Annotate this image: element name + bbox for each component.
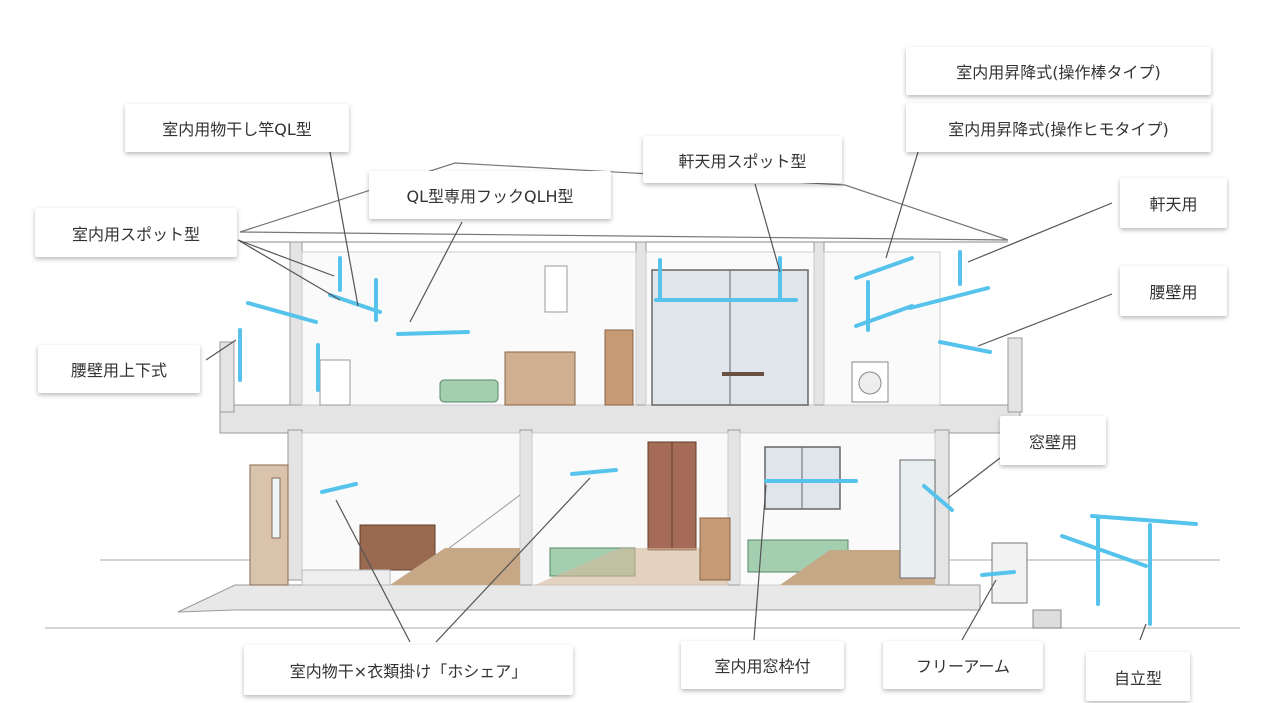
- label-indoor-lift-cord: 室内用昇降式(操作ヒモタイプ): [906, 103, 1211, 152]
- upper-floor-rooms: [301, 251, 941, 406]
- label-eave-ceiling: 軒天用: [1120, 178, 1227, 228]
- label-indoor-lift-rod: 室内用昇降式(操作棒タイプ): [906, 47, 1211, 95]
- label-indoor-hoshea: 室内物干×衣類掛け「ホシェア」: [244, 645, 573, 695]
- lower-floor-rooms: [249, 432, 936, 586]
- leader-lines: [205, 151, 1147, 643]
- label-indoor-spot: 室内用スポット型: [35, 208, 237, 257]
- label-free-arm: フリーアーム: [883, 641, 1043, 689]
- label-waist-wall: 腰壁用: [1120, 266, 1227, 316]
- outdoor-items: [991, 542, 1062, 629]
- building-structure: [177, 241, 1023, 613]
- label-freestanding: 自立型: [1086, 652, 1190, 701]
- label-window-wall: 窓壁用: [1000, 416, 1106, 465]
- label-indoor-pole-ql: 室内用物干し竿QL型: [125, 104, 349, 152]
- roof: [239, 162, 1009, 243]
- label-eave-spot: 軒天用スポット型: [643, 136, 842, 183]
- label-waist-wall-updown: 腰壁用上下式: [38, 345, 200, 393]
- label-indoor-window-frame: 室内用窓枠付: [681, 641, 844, 689]
- drying-fixtures: [238, 250, 1198, 626]
- label-ql-hook-qlh: QL型専用フックQLH型: [369, 171, 611, 219]
